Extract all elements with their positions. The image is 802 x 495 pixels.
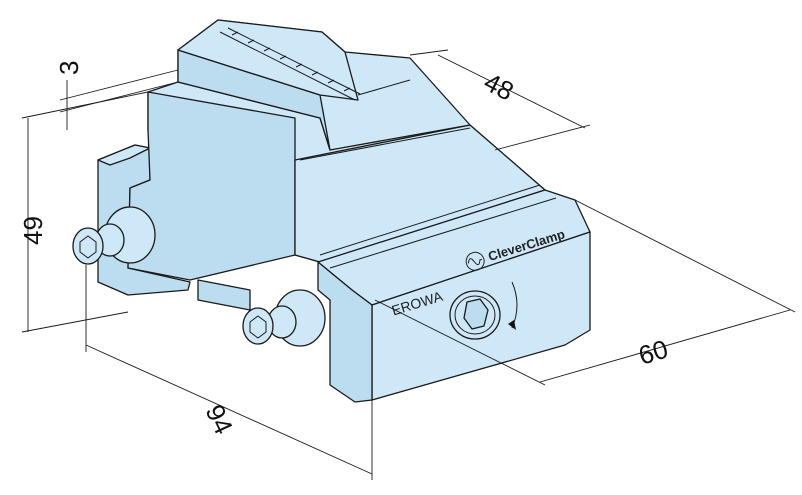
svg-text:48: 48 <box>479 67 518 107</box>
svg-text:60: 60 <box>635 334 671 371</box>
dimension-49: 49 <box>18 91 149 333</box>
svg-text:94: 94 <box>200 400 239 439</box>
clamp-screw <box>449 281 518 340</box>
slide-plate <box>197 279 251 311</box>
left-cap-screw <box>72 206 156 265</box>
svg-text:49: 49 <box>18 216 48 245</box>
right-cap-screw <box>242 289 326 347</box>
top-jaw <box>177 19 471 161</box>
svg-text:3: 3 <box>54 61 84 75</box>
dimension-3: 3 <box>54 61 179 130</box>
jaw-serrations <box>231 31 351 92</box>
